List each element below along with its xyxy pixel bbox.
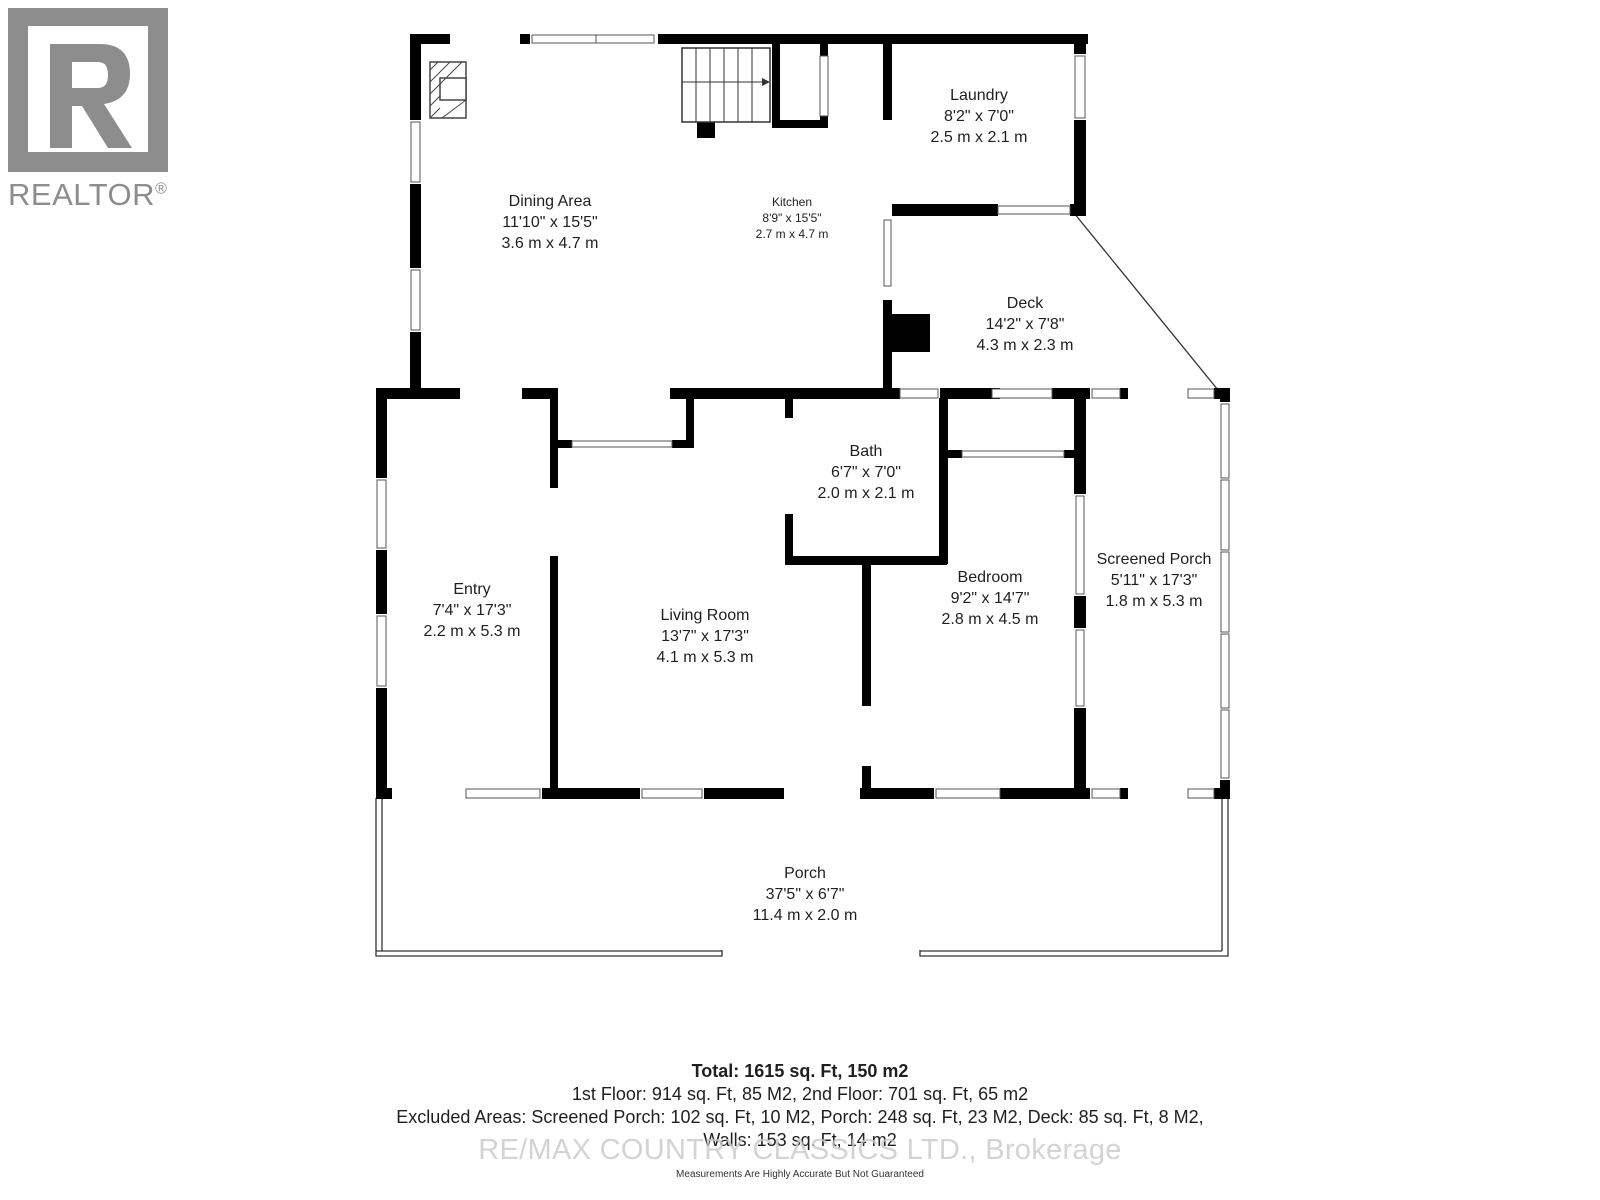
room-imperial: 8'9" x 15'5" xyxy=(762,211,822,226)
room-porch: Porch 37'5" x 6'7" 11.4 m x 2.0 m xyxy=(730,864,880,926)
realtor-wordmark: REALTOR® xyxy=(8,177,168,212)
room-imperial: 7'4" x 17'3" xyxy=(432,601,512,619)
room-imperial: 5'11" x 17'3" xyxy=(1110,571,1198,589)
room-imperial: 14'2" x 7'8" xyxy=(985,315,1065,333)
room-metric: 11.4 m x 2.0 m xyxy=(752,906,858,924)
room-metric: 3.6 m x 4.7 m xyxy=(501,234,599,252)
windows xyxy=(376,34,1230,799)
room-name: Laundry xyxy=(950,87,1008,104)
room-imperial: 11'10" x 15'5" xyxy=(502,213,598,231)
room-living-room: Living Room 13'7" x 17'3" 4.1 m x 5.3 m xyxy=(630,606,780,668)
staircase-icon xyxy=(681,47,771,123)
room-metric: 4.1 m x 5.3 m xyxy=(656,648,754,666)
room-metric: 4.3 m x 2.3 m xyxy=(976,336,1074,354)
room-entry: Entry 7'4" x 17'3" 2.2 m x 5.3 m xyxy=(402,580,542,642)
room-imperial: 6'7" x 7'0" xyxy=(831,463,901,481)
room-imperial: 37'5" x 6'7" xyxy=(765,885,845,903)
room-dining-area: Dining Area 11'10" x 15'5" 3.6 m x 4.7 m xyxy=(480,192,620,254)
room-kitchen: Kitchen 8'9" x 15'5" 2.7 m x 4.7 m xyxy=(722,194,862,243)
room-metric: 1.8 m x 5.3 m xyxy=(1105,592,1203,610)
realtor-r-icon xyxy=(8,8,168,172)
excluded-areas: Excluded Areas: Screened Porch: 102 sq. … xyxy=(396,1107,1204,1128)
brokerage-watermark: RE/MAX COUNTRY CLASSICS LTD., Brokerage xyxy=(478,1134,1122,1166)
walls xyxy=(376,34,1230,799)
area-summary: Total: 1615 sq. Ft, 150 m2 1st Floor: 91… xyxy=(0,1060,1600,1152)
room-name: Porch xyxy=(784,865,826,882)
room-name: Deck xyxy=(1006,295,1044,312)
outline-lines xyxy=(375,212,1229,957)
room-imperial: 13'7" x 17'3" xyxy=(661,627,749,645)
room-name: Dining Area xyxy=(508,193,592,210)
floor-areas: 1st Floor: 914 sq. Ft, 85 M2, 2nd Floor:… xyxy=(571,1084,1029,1105)
room-metric: 2.8 m x 4.5 m xyxy=(941,610,1039,628)
fireplace-icon xyxy=(429,61,467,119)
room-name: Entry xyxy=(453,581,491,598)
room-metric: 2.7 m x 4.7 m xyxy=(755,227,829,242)
room-name: Kitchen xyxy=(771,195,813,209)
room-metric: 2.5 m x 2.1 m xyxy=(930,128,1028,146)
walls-area: Walls: 153 sq. Ft, 14 m2 xyxy=(703,1130,897,1151)
total-area: Total: 1615 sq. Ft, 150 m2 xyxy=(691,1061,909,1081)
room-name: Screened Porch xyxy=(1096,551,1212,568)
room-imperial: 8'2" x 7'0" xyxy=(944,107,1014,125)
disclaimer: Measurements Are Highly Accurate But Not… xyxy=(676,1169,924,1180)
room-name: Bedroom xyxy=(957,569,1023,586)
room-name: Living Room xyxy=(660,607,750,624)
room-screened-porch: Screened Porch 5'11" x 17'3" 1.8 m x 5.3… xyxy=(1084,550,1224,612)
realtor-logo: REALTOR® xyxy=(8,8,184,213)
room-bath: Bath 6'7" x 7'0" 2.0 m x 2.1 m xyxy=(802,442,930,504)
room-imperial: 9'2" x 14'7" xyxy=(950,589,1030,607)
room-metric: 2.2 m x 5.3 m xyxy=(423,622,521,640)
room-laundry: Laundry 8'2" x 7'0" 2.5 m x 2.1 m xyxy=(914,86,1044,148)
room-bedroom: Bedroom 9'2" x 14'7" 2.8 m x 4.5 m xyxy=(920,568,1060,630)
room-deck: Deck 14'2" x 7'8" 4.3 m x 2.3 m xyxy=(960,294,1090,356)
room-metric: 2.0 m x 2.1 m xyxy=(817,484,915,502)
room-name: Bath xyxy=(849,443,883,460)
